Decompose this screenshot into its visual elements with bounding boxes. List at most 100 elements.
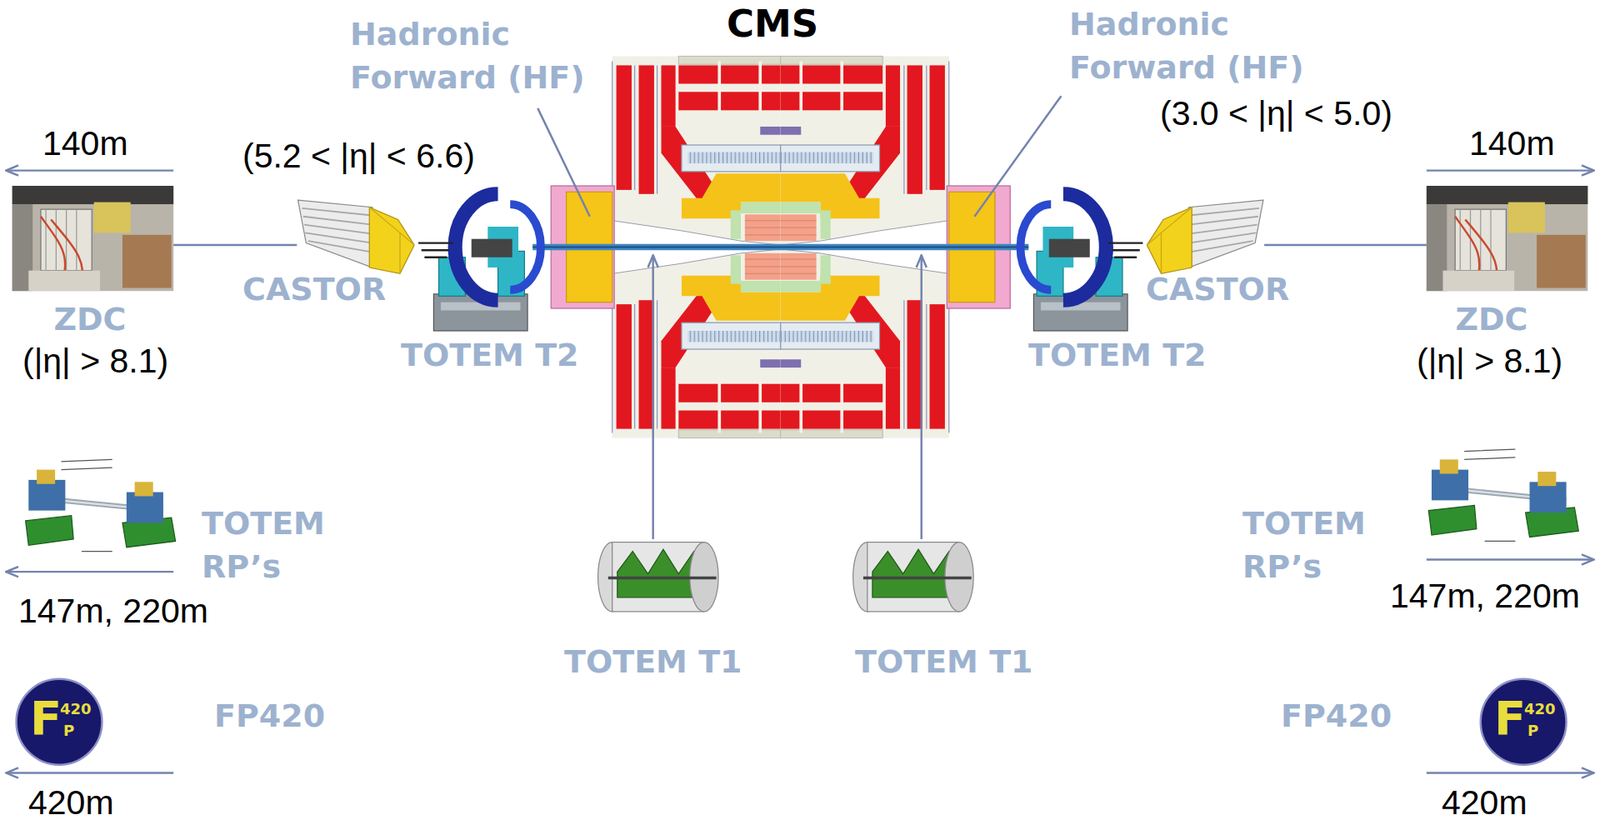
rp-pot: [135, 481, 154, 496]
beam-leader: [1264, 244, 1427, 246]
part-name: Hadronic Forward (HF): [350, 12, 609, 100]
forward-cone: [612, 220, 781, 248]
logo-letter-box: F: [30, 695, 62, 742]
castor-calorimeter: [1146, 200, 1264, 274]
t2-telescope: [1020, 194, 1143, 331]
endcap-yoke: [616, 65, 632, 190]
distance-label: 420m: [28, 783, 115, 823]
part-name-box: TOTEM T2: [1028, 333, 1207, 377]
distance-label: 140m: [1469, 124, 1555, 164]
part-name-box: CASTOR: [242, 267, 386, 311]
rp-station: [28, 480, 65, 511]
zdc-module: [40, 209, 92, 271]
return-yoke: [678, 91, 780, 110]
t1-axis: [608, 576, 717, 580]
cryostat-part: [760, 126, 780, 135]
yoke-strip: [678, 55, 780, 65]
logo-digits: 420: [60, 701, 92, 717]
distance-label: 147m, 220m: [18, 591, 209, 631]
photo-ground: [12, 185, 174, 291]
cms-ground: [612, 55, 781, 247]
part-name: FP420: [214, 694, 325, 738]
beam-leader: [173, 244, 297, 246]
leader-line: [974, 95, 1061, 217]
logo-letter-box: F: [1494, 695, 1526, 742]
distance-label-box: 140m: [42, 124, 129, 164]
logo-letter: P: [63, 723, 75, 739]
distance-arrow: [5, 771, 174, 774]
photo-ceiling: [12, 185, 174, 205]
eta-range: (3.0 < |η| < 5.0): [1160, 94, 1393, 134]
cms-quadrant: [780, 55, 950, 247]
logo-letter-box: P: [63, 723, 75, 739]
logo-digits-box: 420: [60, 701, 92, 717]
zdc-photo: [1426, 185, 1588, 291]
eta-range-box: (|η| > 8.1): [1416, 341, 1563, 381]
distance-arrow: [5, 169, 174, 171]
part-name-box: FP420: [1280, 694, 1392, 738]
part-name-box: Hadronic Forward (HF): [350, 12, 609, 100]
part-name-box: Hadronic Forward (HF): [1069, 2, 1328, 90]
t1-telescope: [853, 542, 974, 612]
castor-plates: [301, 208, 372, 253]
logo-letter-box: P: [1527, 723, 1539, 739]
part-name: TOTEM T2: [1028, 333, 1207, 377]
rp-pot: [36, 470, 55, 485]
endcap-yoke: [639, 65, 655, 194]
castor-calorimeter: [298, 200, 415, 274]
return-yoke: [678, 65, 780, 84]
distance-arrow: [5, 570, 174, 573]
distance-label: 420m: [1441, 783, 1528, 823]
t1-telescope: [598, 542, 719, 612]
part-name-box: ZDC: [1455, 297, 1529, 341]
castor-edge: [369, 207, 415, 275]
zdc-photo: [12, 185, 174, 291]
title-box: CMS: [726, 2, 819, 46]
logo-letter: F: [1494, 695, 1526, 742]
photo-box: [122, 235, 172, 289]
eta-range: (5.2 < |η| < 6.6): [242, 136, 475, 176]
fp420-logo: [16, 679, 103, 765]
part-name-box: TOTEM RP’s: [201, 501, 369, 589]
part-name: CASTOR: [242, 267, 386, 311]
zdc-block: [94, 202, 131, 234]
solenoid: [681, 145, 781, 172]
zdc-cables: [45, 209, 77, 271]
rp-annotation-line: [60, 459, 112, 551]
distance-label-box: 147m, 220m: [18, 591, 209, 631]
part-name: ZDC: [54, 297, 127, 341]
t2-core: [471, 239, 513, 258]
distance-arrow: [1426, 771, 1595, 774]
part-name-box: TOTEM T1: [855, 640, 1034, 684]
diagram-title: CMS: [726, 2, 819, 46]
part-name-box: CASTOR: [1145, 267, 1290, 311]
logo-digits: 420: [1524, 701, 1556, 717]
logo-letter: P: [1527, 723, 1539, 739]
endcap-outline: [612, 61, 658, 248]
leader-line: [920, 255, 922, 540]
part-name: TOTEM RP’s: [201, 501, 369, 589]
solenoid-coil: [687, 152, 780, 164]
part-name-box: TOTEM T2: [400, 333, 580, 377]
part-name: FP420: [1280, 694, 1392, 738]
eta-range-box: (|η| > 8.1): [22, 341, 169, 381]
distance-label-box: 147m, 220m: [1390, 576, 1580, 616]
eta-range-box: (5.2 < |η| < 6.6): [242, 136, 475, 176]
logo-digits-box: 420: [1524, 701, 1556, 717]
eta-range: (|η| > 8.1): [1416, 341, 1563, 381]
part-name: TOTEM T2: [400, 333, 580, 377]
rp-base: [25, 515, 75, 546]
distance-arrow: [1426, 169, 1595, 171]
yoke-gap: [719, 61, 760, 113]
part-name-box: ZDC: [54, 297, 127, 341]
distance-label: 140m: [42, 124, 129, 164]
roman-pot-drawing: [1428, 449, 1579, 541]
endcap-yoke: [660, 65, 675, 127]
distance-label-box: 420m: [1441, 783, 1528, 823]
distance-label-box: 140m: [1469, 124, 1555, 164]
logo-letter: F: [30, 695, 62, 742]
part-name-box: TOTEM T1: [564, 640, 743, 684]
part-name: ZDC: [1455, 297, 1529, 341]
part-name: CASTOR: [1145, 267, 1290, 311]
